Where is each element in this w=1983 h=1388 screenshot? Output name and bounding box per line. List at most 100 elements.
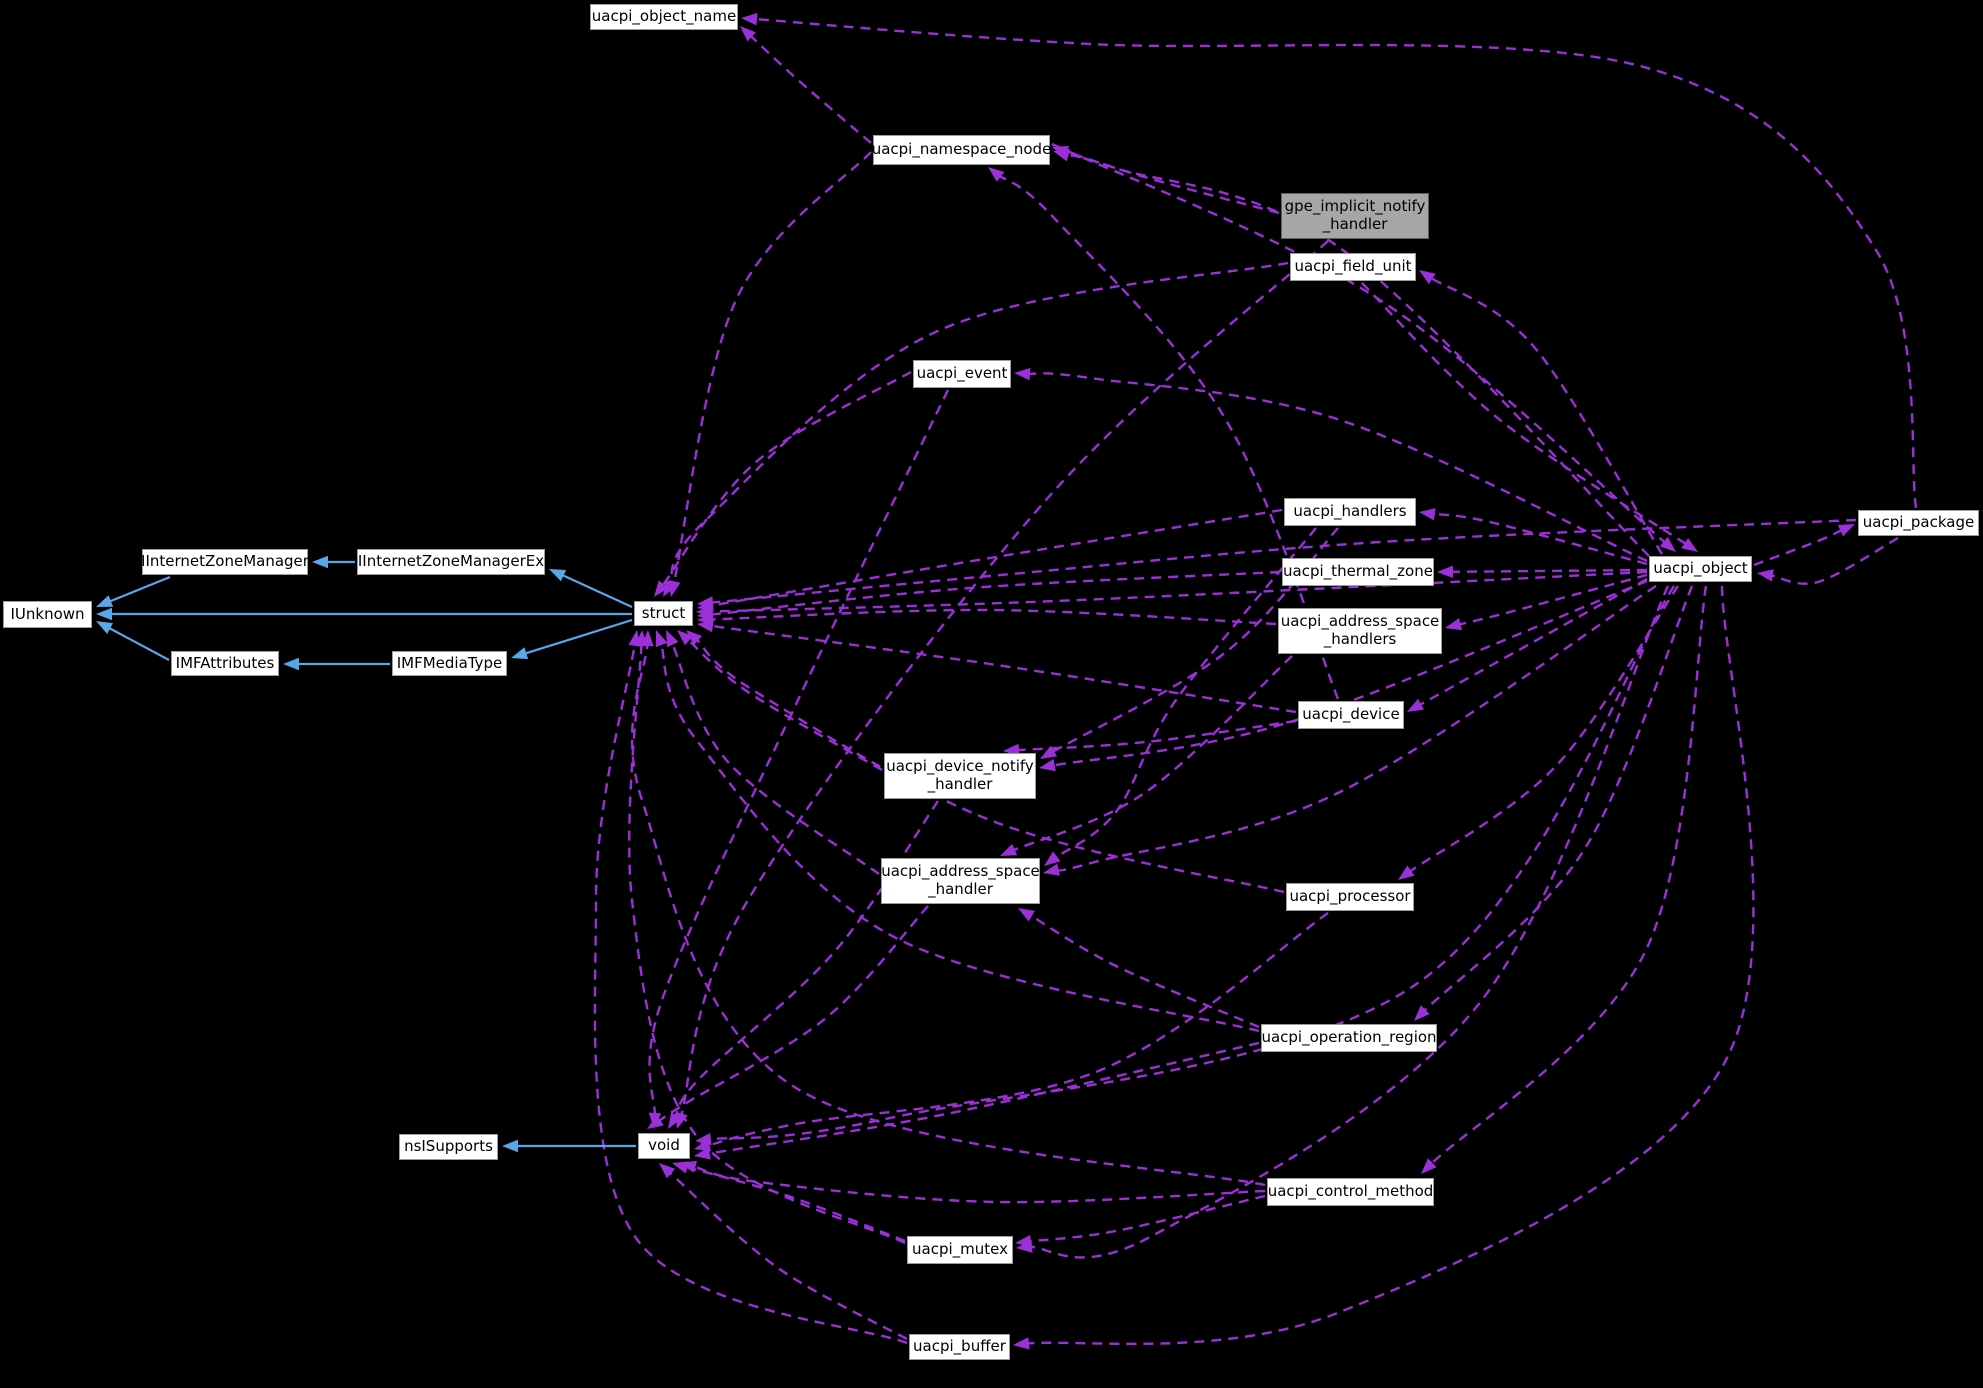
- edge-uacpi_control_method-uacpi_mutex: [1027, 1194, 1266, 1243]
- edge-uacpi_buffer-void: [667, 1170, 908, 1341]
- edge-uacpi_device_notify_handler-void: [673, 800, 939, 1119]
- edge-gpe_implicit_notify_handler-void: [679, 240, 1329, 1117]
- node-uacpi_buffer[interactable]: uacpi_buffer: [909, 1334, 1010, 1360]
- edge-uacpi_object-uacpi_processor: [1407, 585, 1679, 874]
- node-uacpi_object_name[interactable]: uacpi_object_name: [590, 4, 738, 30]
- edge-uacpi_field_unit-uacpi_object: [1361, 282, 1688, 546]
- edge-uacpi_buffer-struct: [593, 642, 908, 1345]
- node-uacpi_package[interactable]: uacpi_package: [1858, 510, 1979, 536]
- arrowhead-struct-IUnknown: [96, 607, 112, 621]
- edge-uacpi_object-uacpi_mutex: [1028, 585, 1670, 1259]
- edge-uacpi_object-uacpi_package: [1753, 528, 1844, 567]
- node-uacpi_device[interactable]: uacpi_device: [1298, 701, 1404, 729]
- edge-uacpi_operation_region-uacpi_address_space_handler: [1028, 913, 1260, 1029]
- node-IMFAttributes[interactable]: IMFAttributes: [171, 651, 279, 676]
- arrowhead-struct-IMFMediaType: [511, 647, 529, 660]
- edge-uacpi_address_space_handler-void: [657, 905, 929, 1123]
- edge-uacpi_object-uacpi_handlers: [1431, 512, 1648, 566]
- arrowhead-uacpi_object-uacpi_package: [1837, 524, 1855, 537]
- node-label: uacpi_buffer: [913, 1337, 1006, 1356]
- node-gpe_implicit_notify_handler: gpe_implicit_notify _handler: [1281, 193, 1429, 239]
- node-label: uacpi_device: [1302, 705, 1400, 724]
- node-void[interactable]: void: [638, 1133, 690, 1159]
- node-uacpi_processor[interactable]: uacpi_processor: [1286, 883, 1414, 911]
- node-uacpi_control_method[interactable]: uacpi_control_method: [1267, 1178, 1434, 1206]
- arrowhead-uacpi_object-uacpi_operation_region: [1414, 1005, 1430, 1021]
- arrowhead-struct-IInternetZoneManagerEx: [549, 569, 567, 582]
- node-uacpi_thermal_zone[interactable]: uacpi_thermal_zone: [1282, 558, 1434, 586]
- node-uacpi_handlers[interactable]: uacpi_handlers: [1284, 498, 1416, 526]
- edge-struct-IMFMediaType: [523, 618, 633, 656]
- edge-uacpi_namespace_node-uacpi_object_name: [748, 33, 872, 144]
- arrowhead-uacpi_address_space_handlers-uacpi_address_space_handler: [1000, 843, 1018, 856]
- node-uacpi_object[interactable]: uacpi_object: [1649, 556, 1752, 582]
- arrowhead-uacpi_object-uacpi_control_method: [1421, 1158, 1437, 1174]
- arrowhead-uacpi_device-struct: [697, 620, 714, 633]
- node-label: uacpi_object_name: [591, 7, 737, 26]
- edge-uacpi_event-void: [648, 389, 950, 1117]
- edge-uacpi_namespace_node-uacpi_object: [1051, 142, 1667, 545]
- node-label: uacpi_address_space _handler: [881, 862, 1040, 898]
- node-label: uacpi_operation_region: [1261, 1028, 1437, 1047]
- arrowhead-uacpi_buffer-struct: [628, 630, 641, 647]
- node-label: uacpi_address_space _handlers: [1280, 612, 1440, 648]
- arrowhead-uacpi_mutex-void: [672, 1161, 690, 1174]
- node-label: struct: [641, 603, 686, 622]
- arrowhead-uacpi_address_space_handler-struct: [666, 630, 679, 648]
- node-label: uacpi_device_notify _handler: [886, 757, 1034, 793]
- arrowhead-uacpi_operation_region-uacpi_address_space_handler: [1018, 908, 1035, 922]
- node-uacpi_address_space_handler[interactable]: uacpi_address_space _handler: [881, 858, 1040, 904]
- node-IInternetZoneManagerEx[interactable]: IInternetZoneManagerEx: [357, 549, 545, 575]
- node-label: gpe_implicit_notify _handler: [1284, 197, 1426, 233]
- arrowhead-uacpi_object-uacpi_handlers: [1419, 508, 1436, 521]
- edge-uacpi_field_unit-struct: [668, 261, 1289, 587]
- arrowhead-void-nsISupports: [502, 1139, 518, 1153]
- edge-uacpi_handlers-struct: [709, 508, 1283, 607]
- arrowhead-uacpi_object-uacpi_device: [1407, 698, 1424, 712]
- arrowhead-uacpi_object-uacpi_processor: [1398, 865, 1415, 880]
- edge-uacpi_object-void: [707, 585, 1676, 1141]
- node-uacpi_field_unit[interactable]: uacpi_field_unit: [1290, 253, 1416, 281]
- node-uacpi_event[interactable]: uacpi_event: [913, 360, 1011, 388]
- arrowhead-uacpi_handlers-struct: [697, 599, 714, 612]
- edge-uacpi_object-uacpi_thermal_zone: [1449, 568, 1648, 574]
- node-IMFMediaType[interactable]: IMFMediaType: [392, 651, 507, 676]
- node-uacpi_operation_region[interactable]: uacpi_operation_region: [1261, 1024, 1437, 1052]
- edge-uacpi_mutex-struct: [628, 642, 906, 1245]
- arrowhead-uacpi_object-uacpi_address_space_handlers: [1445, 618, 1463, 631]
- arrowhead-uacpi_field_unit-uacpi_object: [1681, 537, 1698, 552]
- edge-uacpi_thermal_zone-struct: [709, 570, 1281, 616]
- arrowhead-IInternetZoneManager-IUnknown: [96, 595, 114, 607]
- arrowhead-gpe_implicit_notify_handler-void: [675, 1111, 688, 1129]
- node-label: uacpi_control_method: [1267, 1182, 1434, 1201]
- arrowhead-uacpi_event-struct: [654, 580, 669, 597]
- node-label: uacpi_package: [1862, 513, 1975, 532]
- node-nsISupports[interactable]: nsISupports: [399, 1134, 498, 1160]
- arrowhead-uacpi_operation_region-void: [694, 1147, 711, 1160]
- node-uacpi_device_notify_handler[interactable]: uacpi_device_notify _handler: [884, 753, 1036, 799]
- edge-uacpi_namespace_node-struct: [672, 151, 872, 585]
- arrowhead-uacpi_object-uacpi_device_notify_handler: [1039, 759, 1056, 772]
- arrowhead-uacpi_device-uacpi_namespace_node: [988, 167, 1005, 182]
- node-label: IUnknown: [10, 604, 85, 623]
- node-label: uacpi_handlers: [1293, 502, 1407, 521]
- arrowhead-IMFAttributes-IUnknown: [96, 621, 114, 635]
- node-label: uacpi_field_unit: [1294, 257, 1412, 276]
- edge-uacpi_device_notify_handler-struct: [686, 637, 883, 772]
- node-label: uacpi_thermal_zone: [1283, 562, 1433, 581]
- arrowhead-uacpi_field_unit-struct: [663, 580, 677, 597]
- edge-IMFAttributes-IUnknown: [106, 626, 170, 661]
- arrowhead-uacpi_object-uacpi_thermal_zone: [1437, 565, 1454, 579]
- node-uacpi_address_space_handlers[interactable]: uacpi_address_space _handlers: [1278, 608, 1442, 654]
- arrowhead-uacpi_control_method-uacpi_mutex: [1015, 1234, 1032, 1248]
- node-IUnknown[interactable]: IUnknown: [3, 601, 92, 628]
- edge-uacpi_object-uacpi_device_notify_handler: [1051, 579, 1648, 767]
- node-uacpi_namespace_node[interactable]: uacpi_namespace_node: [872, 135, 1051, 165]
- node-uacpi_mutex[interactable]: uacpi_mutex: [907, 1236, 1013, 1264]
- arrowhead-uacpi_object-uacpi_field_unit: [1419, 270, 1436, 285]
- node-label: nsISupports: [404, 1137, 493, 1156]
- node-label: uacpi_processor: [1289, 887, 1411, 906]
- node-struct[interactable]: struct: [634, 601, 693, 626]
- node-IInternetZoneManager[interactable]: IInternetZoneManager: [141, 549, 309, 575]
